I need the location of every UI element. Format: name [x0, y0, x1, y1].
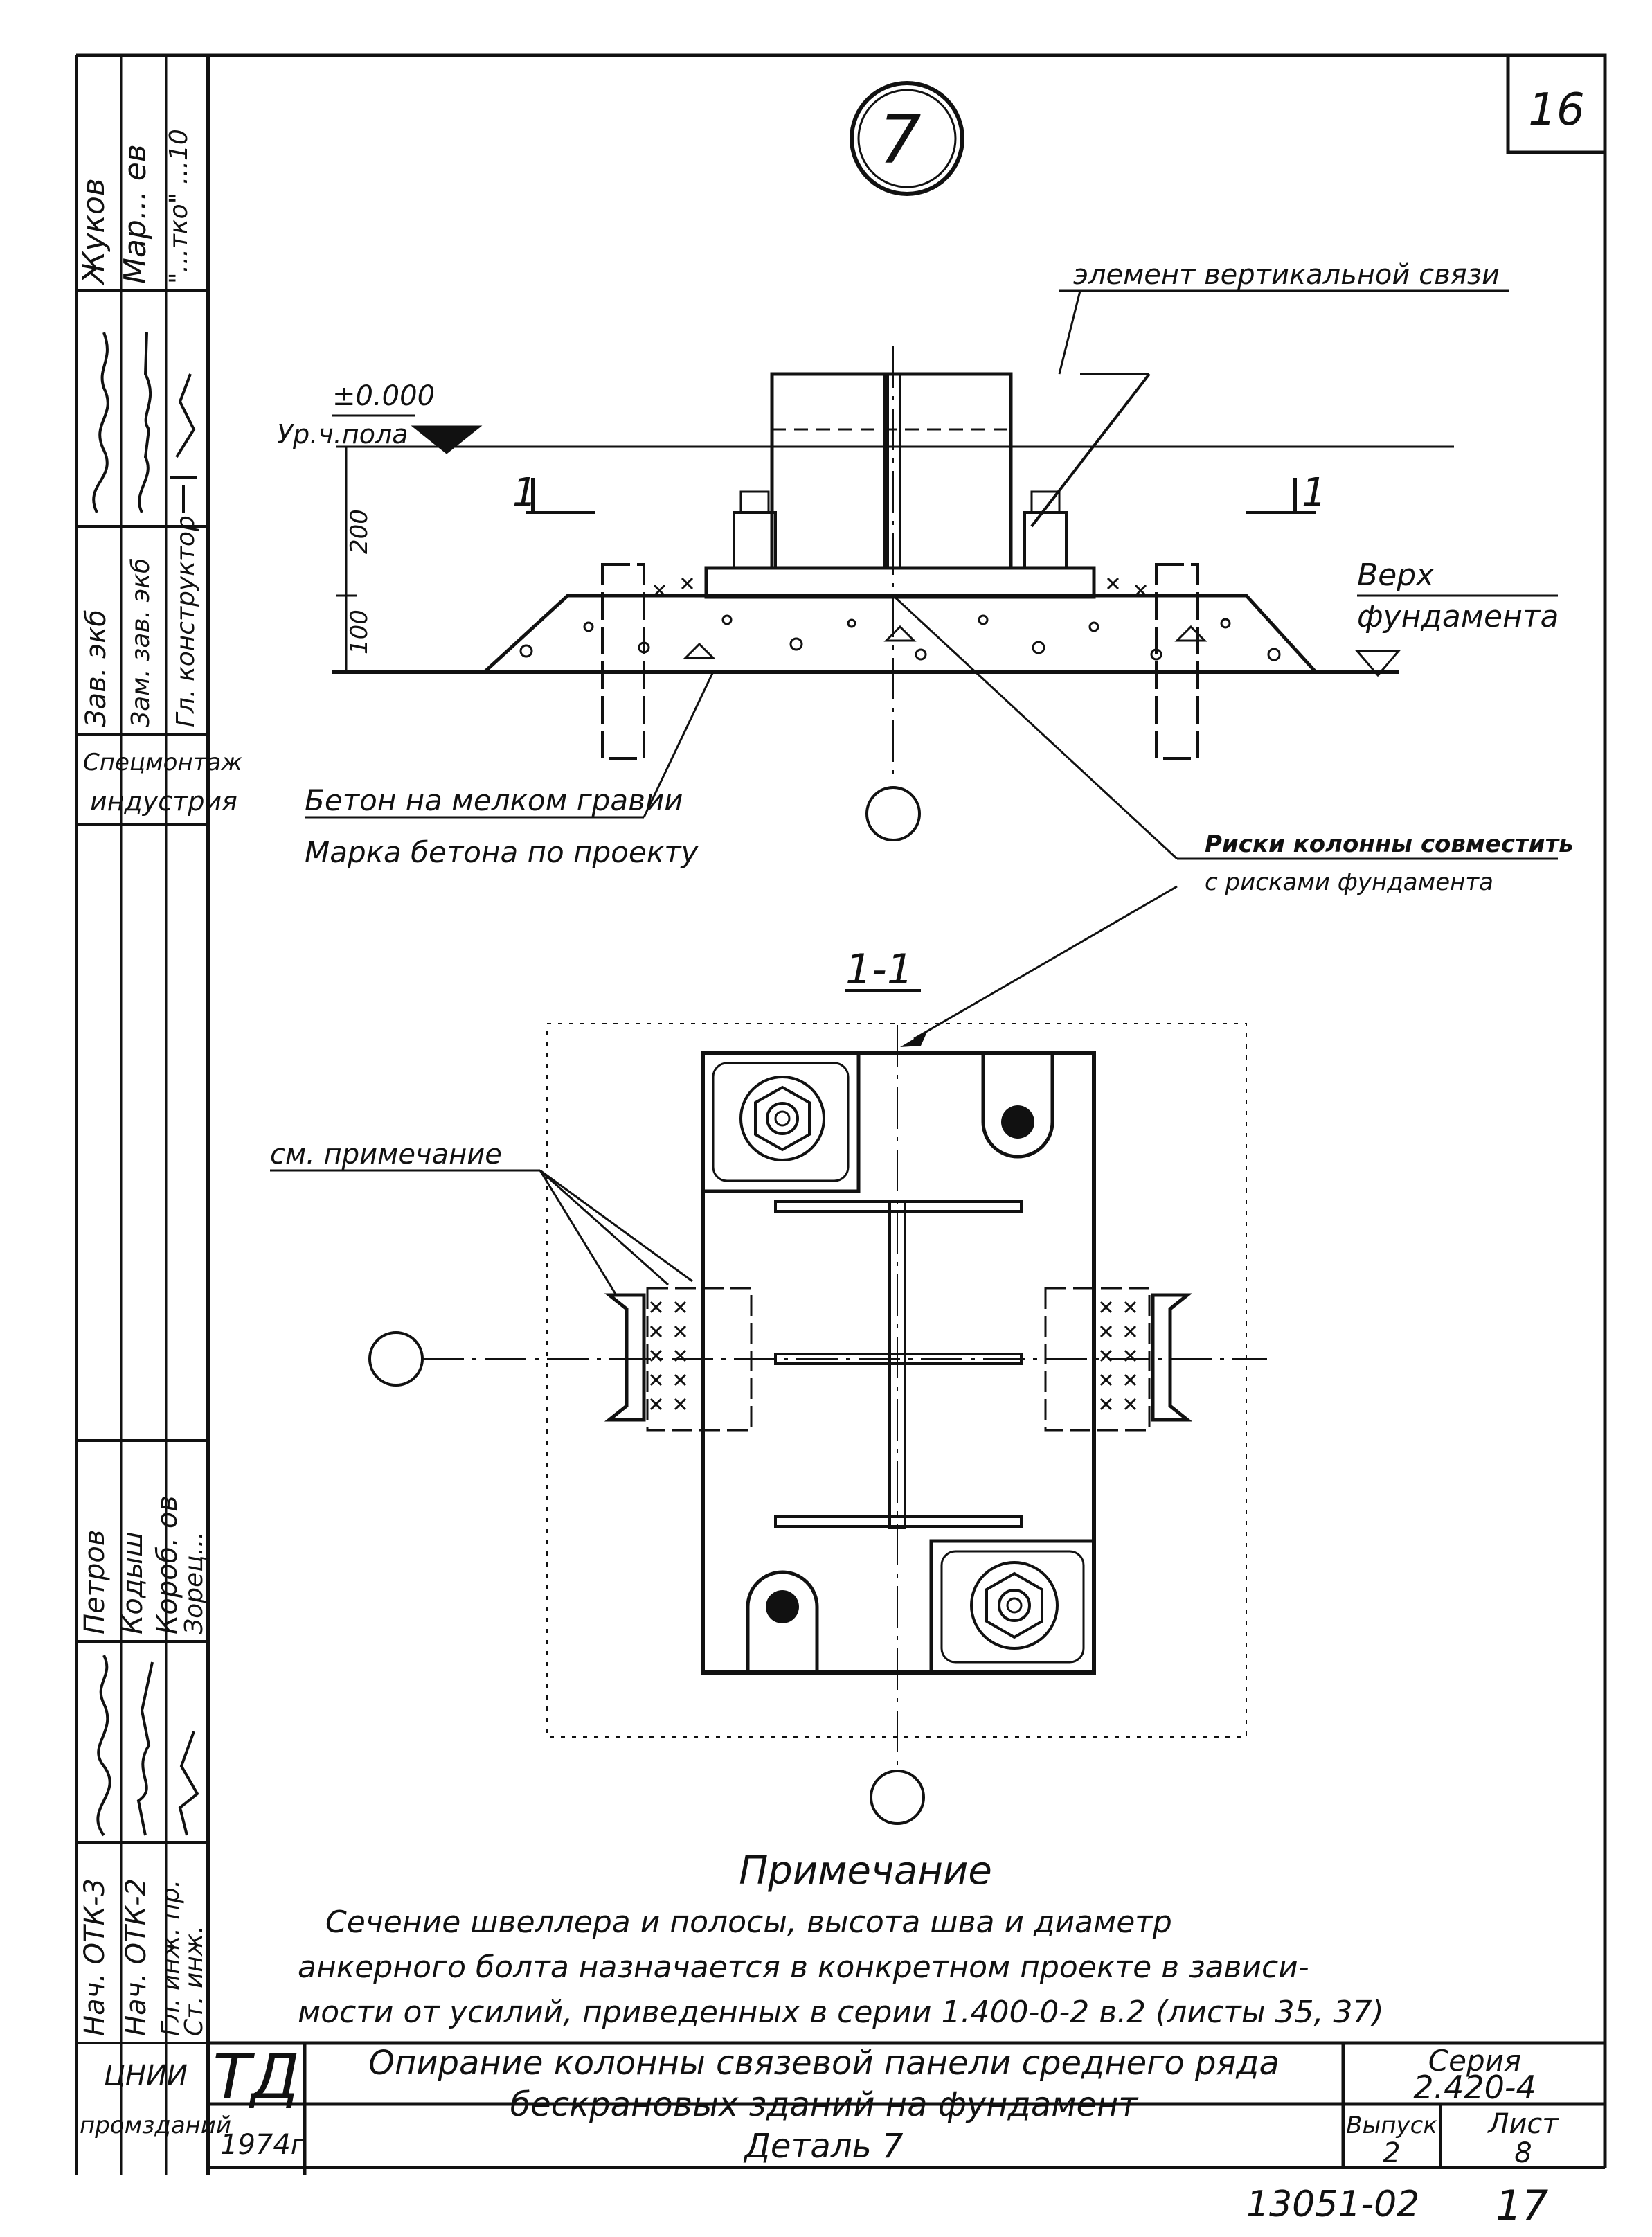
- strip-org-1: Спецмонтаж: [83, 749, 242, 776]
- series-value: 2.420-4: [1413, 2069, 1536, 2106]
- plan-view: [270, 1023, 1267, 1825]
- dim-100: 100: [345, 609, 373, 654]
- strip-name-1: Жуков: [76, 178, 111, 286]
- year-label: 1974г: [220, 2129, 306, 2161]
- top-foundation-line2: фундамента: [1357, 599, 1559, 634]
- sheet-frame: [76, 53, 1607, 2175]
- vertical-brace-label: элемент вертикальной связи: [1073, 259, 1500, 291]
- strip-role-2: Зам. зав. экб: [127, 558, 155, 727]
- signature-3: [170, 373, 197, 513]
- top-foundation-line1: Верх: [1357, 558, 1435, 593]
- title-block: [208, 2041, 1605, 2175]
- strip-name-2: Мар... ев: [118, 144, 153, 284]
- signature-2: [138, 332, 152, 513]
- corner-sheet-number: 16: [1528, 84, 1584, 136]
- section-title: 1-1: [845, 945, 913, 994]
- notes-line-3: мости от усилий, приведенных в серии 1.4…: [298, 1995, 1384, 2030]
- doc-number: 13051-02: [1246, 2184, 1419, 2225]
- strip-lower-name-2: Кодыш: [117, 1531, 149, 1634]
- strip-role-1: Зав. экб: [80, 609, 112, 727]
- strip-org-2: индустрия: [90, 786, 237, 817]
- title-line-2: бескрановых зданий на фундамент: [510, 2085, 1140, 2124]
- section-mark-left: 1: [512, 470, 537, 515]
- detail-marker-number: 7: [879, 101, 921, 179]
- risks-label-2: с рисками фундамента: [1205, 868, 1493, 896]
- anchor-bolt-top: [1001, 1105, 1034, 1139]
- dim-200: 200: [345, 509, 373, 554]
- concrete-speckles: [519, 614, 1281, 661]
- series-label: Серия: [1428, 2044, 1521, 2078]
- notes-block: Примечание Сечение швеллера и полосы, вы…: [298, 1848, 1384, 2030]
- sheet-value: 8: [1514, 2137, 1532, 2169]
- concrete-label-1: Бетон на мелком гравии: [305, 783, 683, 817]
- issue-value: 2: [1383, 2137, 1400, 2169]
- level-value: ±0.000: [332, 380, 435, 412]
- see-note-label: см. примечание: [270, 1139, 502, 1170]
- institute-line-1: ЦНИИ: [104, 2060, 188, 2092]
- issue-label: Выпуск: [1346, 2112, 1437, 2139]
- signature-4: [96, 1655, 111, 1837]
- elevation-view: [305, 289, 1558, 1047]
- strip-lower-role-4: Ст. инж.: [180, 1925, 208, 2036]
- strip-lower-name-3: Короб. ов: [152, 1495, 183, 1634]
- risks-label-1: Риски колонны совместить: [1205, 830, 1574, 858]
- notes-heading: Примечание: [739, 1848, 992, 1893]
- strip-lower-role-1: Нач. ОТК-3: [79, 1878, 111, 2036]
- left-strip: [75, 55, 208, 2175]
- strip-lower-role-2: Нач. ОТК-2: [120, 1878, 152, 2036]
- institute-line-2: промзданий: [80, 2112, 231, 2139]
- signature-5: [136, 1661, 154, 1836]
- signature-6: [178, 1731, 199, 1836]
- anchor-bolt-bottom: [766, 1590, 799, 1623]
- strip-lower-role-3: Гл. инж. пр.: [156, 1880, 185, 2036]
- notes-line-1: Сечение швеллера и полосы, высота шва и …: [325, 1905, 1172, 1940]
- strip-lower-name-4: Зорец...: [180, 1531, 208, 1634]
- td-mark: ТД: [213, 2041, 299, 2114]
- level-label: Ур.ч.пола: [277, 419, 408, 449]
- title-line-1: Опирание колонны связевой панели среднег…: [368, 2044, 1280, 2083]
- strip-lower-name-1: Петров: [79, 1530, 111, 1634]
- section-mark-right: 1: [1302, 470, 1327, 515]
- concrete-label-2: Марка бетона по проекту: [305, 835, 699, 869]
- sheet-label: Лист: [1487, 2108, 1559, 2140]
- strip-role-3: Гл. конструктор: [172, 515, 200, 727]
- notes-line-2: анкерного болта назначается в конкретном…: [298, 1950, 1309, 1985]
- page-number: 17: [1496, 2182, 1548, 2230]
- strip-name-3: "...тко" ...10: [165, 129, 193, 284]
- signature-1: [92, 332, 109, 513]
- title-line-3: Деталь 7: [743, 2127, 904, 2166]
- detail-marker-circle: [850, 81, 964, 196]
